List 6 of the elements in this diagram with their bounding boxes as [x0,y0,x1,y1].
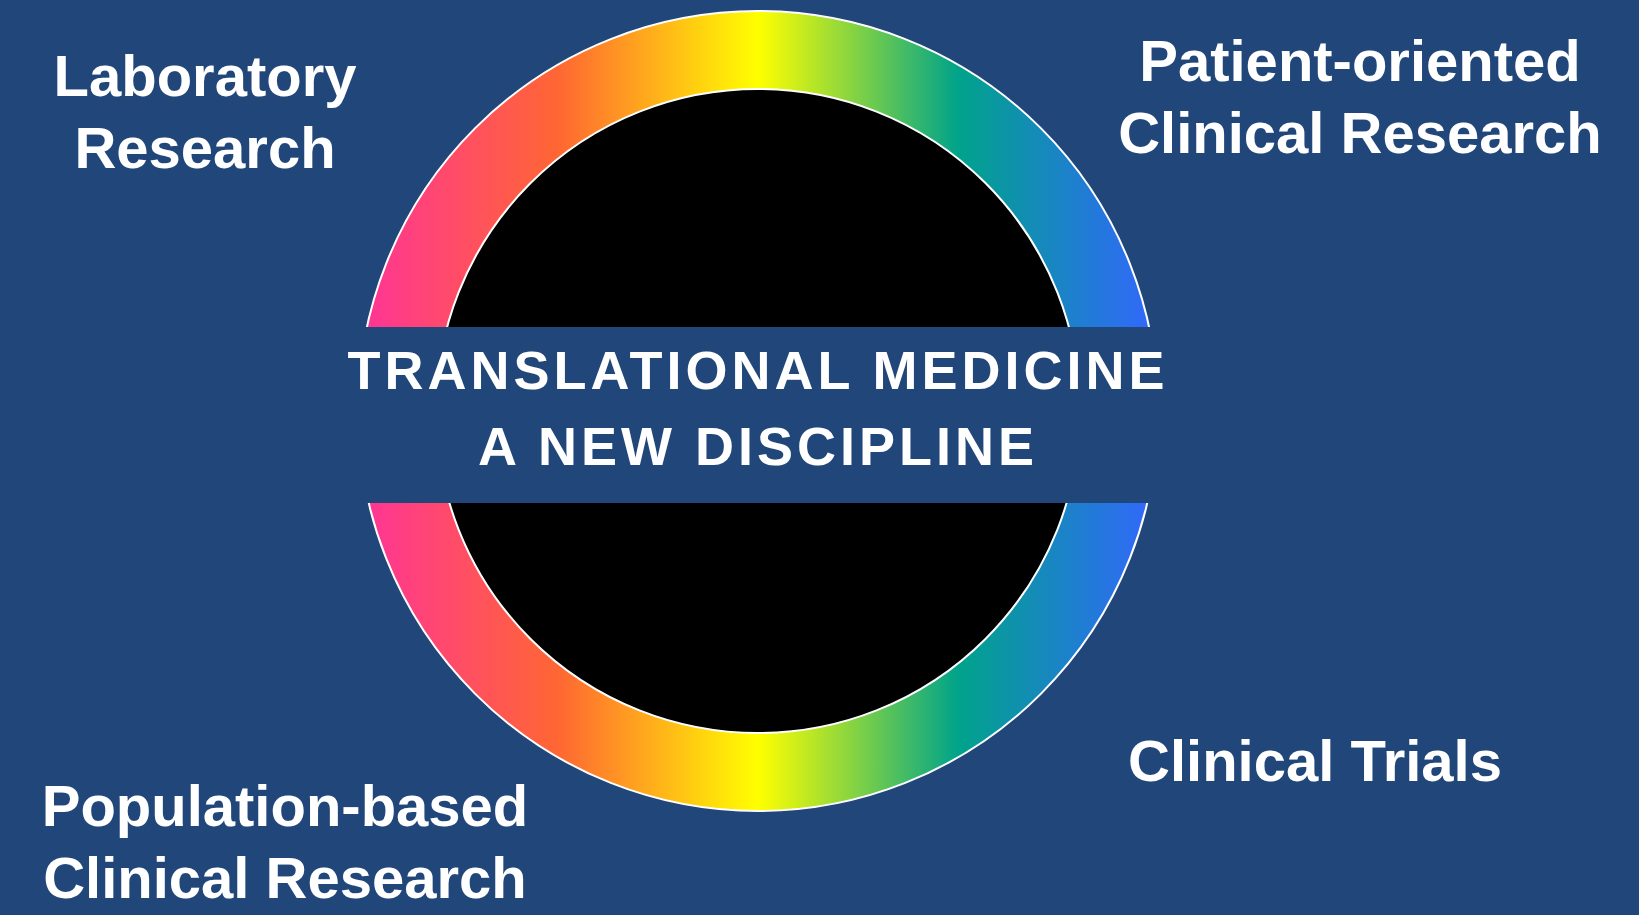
title-text: A NEW DISCIPLINE [477,415,1039,477]
category-label: Patient-oriented Clinical Research [1117,27,1603,167]
title-text: TRANSLATIONAL MEDICINE [346,339,1170,401]
category-label: Clinical Trials [1127,727,1503,795]
category-label: Population-based Clinical Research [40,772,530,912]
category-label: Laboratory Research [52,42,358,182]
